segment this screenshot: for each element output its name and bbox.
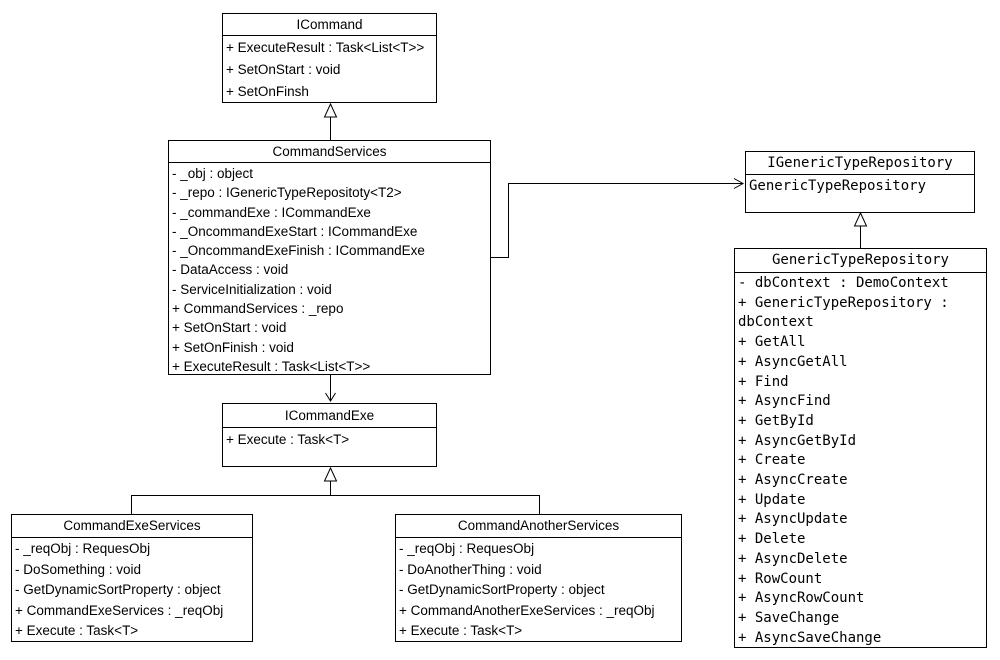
class-member: - GetDynamicSortProperty : object xyxy=(15,582,221,598)
class-member: + Update xyxy=(738,491,806,508)
class-member: + Execute : Task<T> xyxy=(226,432,350,447)
class-box-commandexeservices: CommandExeServices - _reqObj : RequesObj… xyxy=(11,514,253,642)
class-member-list: + ExecuteResult : Task<List<T>> + SetOnS… xyxy=(223,36,436,103)
class-member: + ExecuteResult : Task<List<T>> xyxy=(226,40,425,55)
class-member: + AsyncCreate xyxy=(738,472,848,489)
class-member: + Create xyxy=(738,452,806,469)
class-member: + CommandExeServices : _reqObj xyxy=(15,602,224,618)
association-arrow-commandservices-igenerictyperepository xyxy=(491,178,745,258)
class-member: - GetDynamicSortProperty : object xyxy=(399,582,605,598)
class-member: + Find xyxy=(738,373,789,390)
class-member: - _repo : IGenericTypeRepositoty<T2> xyxy=(172,185,402,201)
class-member: + GetAll xyxy=(738,334,806,351)
class-member: + CommandServices : _repo xyxy=(172,301,344,317)
class-title: CommandExeServices xyxy=(12,515,252,538)
class-member: + GenericTypeRepository : dbContext xyxy=(738,294,949,331)
class-title: IGenericTypeRepository xyxy=(746,152,974,175)
class-member: + SetOnFinish : void xyxy=(172,339,294,355)
class-box-generictyperepository: GenericTypeRepository - dbContext : Demo… xyxy=(734,248,987,648)
class-member: - _OncommandExeFinish : ICommandExe xyxy=(172,243,425,259)
class-member: + Execute : Task<T> xyxy=(15,623,139,639)
class-box-commandservices: CommandServices - _obj : object - _repo … xyxy=(168,140,491,375)
class-member: + AsyncRowCount xyxy=(738,590,865,607)
generalization-arrow-children-icommandexe xyxy=(131,466,540,514)
class-member: + SetOnFinsh xyxy=(226,84,309,99)
class-member-list: - _obj : object - _repo : IGenericTypeRe… xyxy=(169,163,490,376)
class-member: - _OncommandExeStart : ICommandExe xyxy=(172,223,418,239)
class-member-list: + Execute : Task<T> xyxy=(223,428,436,451)
class-box-igenerictyperepository: IGenericTypeRepository GenericTypeReposi… xyxy=(745,151,975,213)
class-member-list: GenericTypeRepository xyxy=(746,175,974,196)
class-member: + SaveChange xyxy=(738,609,840,626)
class-member: GenericTypeRepository xyxy=(749,178,927,194)
class-member: + AsyncFind xyxy=(738,393,831,410)
class-member: + AsyncDelete xyxy=(738,550,848,567)
class-member: + Execute : Task<T> xyxy=(399,623,523,639)
class-member-list: - _reqObj : RequesObj - DoAnotherThing :… xyxy=(396,538,681,642)
class-member-list: - dbContext : DemoContext + GenericTypeR… xyxy=(735,273,986,648)
association-arrow-commandservices-icommandexe xyxy=(325,375,336,402)
class-member: + AsyncGetAll xyxy=(738,353,848,370)
class-member: + AsyncGetById xyxy=(738,432,857,449)
class-member: + CommandAnotherExeServices : _reqObj xyxy=(399,602,655,618)
class-box-icommandexe: ICommandExe + Execute : Task<T> xyxy=(222,403,437,467)
class-title: CommandServices xyxy=(169,141,490,163)
class-box-commandanotherservices: CommandAnotherServices - _reqObj : Reque… xyxy=(395,514,682,642)
class-member: - _reqObj : RequesObj xyxy=(399,541,535,556)
class-member: - _commandExe : ICommandExe xyxy=(172,204,371,220)
class-member: + SetOnStart : void xyxy=(172,320,287,336)
class-box-icommand: ICommand + ExecuteResult : Task<List<T>>… xyxy=(222,13,437,103)
class-member: - ServiceInitialization : void xyxy=(172,281,332,297)
class-member: - DoAnotherThing : void xyxy=(399,561,542,577)
class-member: - DataAccess : void xyxy=(172,262,289,278)
generalization-arrow-generictyperepository-igenerictyperepository xyxy=(853,211,868,248)
class-member-list: - _reqObj : RequesObj - DoSomething : vo… xyxy=(12,538,252,642)
class-member: + AsyncUpdate xyxy=(738,511,848,528)
class-member: - DoSomething : void xyxy=(15,561,142,577)
class-title: CommandAnotherServices xyxy=(396,515,681,538)
class-member: + RowCount xyxy=(738,570,823,587)
class-member: + GetById xyxy=(738,412,814,429)
generalization-arrow-commandservices-icommand xyxy=(323,102,338,140)
class-member: - dbContext : DemoContext xyxy=(738,275,949,291)
class-member: + ExecuteResult : Task<List<T>> xyxy=(172,358,371,374)
class-member: - _obj : object xyxy=(172,166,254,181)
class-member: + AsyncSaveChange xyxy=(738,629,882,646)
class-title: ICommandExe xyxy=(223,404,436,428)
class-member: - _reqObj : RequesObj xyxy=(15,541,151,556)
class-title: GenericTypeRepository xyxy=(735,249,986,273)
class-member: + SetOnStart : void xyxy=(226,62,341,77)
class-member: + Delete xyxy=(738,531,806,548)
class-title: ICommand xyxy=(223,14,436,36)
